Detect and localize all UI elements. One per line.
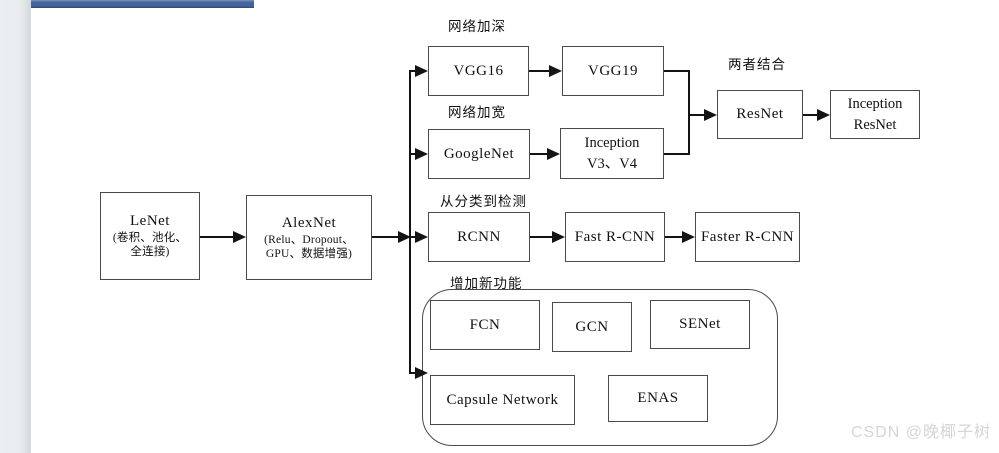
top-accent-bar (31, 0, 254, 8)
node-alexnet-sub1: (Relu、Dropout、 (264, 233, 354, 246)
node-alexnet-title: AlexNet (281, 214, 337, 231)
node-resnet: ResNet (717, 90, 803, 139)
connector-inception-merge (664, 153, 690, 155)
connector-googlenet-inception (530, 153, 549, 155)
node-inception-v3-v4-line2: V3、V4 (587, 155, 637, 172)
node-fcn-label: FCN (469, 316, 501, 333)
watermark: CSDN @晚椰子树 (850, 424, 991, 441)
left-gutter (0, 0, 31, 453)
connector-merge-resnet (690, 114, 705, 116)
node-googlenet: GoogleNet (428, 129, 530, 179)
node-gcn: GCN (552, 302, 632, 352)
arrowhead-fastrcnn-fasterrcnn (682, 231, 695, 243)
node-faster-rcnn: Faster R-CNN (695, 212, 800, 262)
arrowhead-branch-rcnn (415, 231, 428, 243)
node-faster-rcnn-label: Faster R-CNN (700, 228, 795, 245)
node-alexnet: AlexNet (Relu、Dropout、 GPU、数据增强) (246, 195, 372, 280)
node-inception-v3-v4: Inception V3、V4 (560, 128, 664, 179)
node-googlenet-label: GoogleNet (443, 145, 515, 162)
node-rcnn-label: RCNN (457, 228, 501, 245)
arrowhead-branch-vgg16 (415, 65, 428, 77)
arrowhead-branch-googlenet (415, 148, 428, 160)
label-network-widen: 网络加宽 (448, 105, 506, 120)
node-vgg16: VGG16 (428, 46, 529, 96)
arrowhead-resnet-inceptionresnet (817, 109, 830, 121)
node-inception-resnet: Inception ResNet (830, 90, 920, 139)
arrowhead-rcnn-fastrcnn (552, 231, 565, 243)
node-enas: ENAS (608, 375, 708, 422)
node-vgg19-label: VGG19 (588, 62, 638, 79)
connector-branch-rcnn (409, 236, 417, 238)
arrowhead-merge-resnet (704, 109, 717, 121)
label-new-features: 增加新功能 (450, 276, 523, 291)
node-lenet-sub1: (卷积、池化、 (112, 232, 188, 244)
node-capsule-network-label: Capsule Network (446, 391, 559, 408)
connector-rcnn-fastrcnn (530, 236, 553, 238)
node-alexnet-sub2: GPU、数据增强) (265, 247, 353, 260)
node-enas-label: ENAS (637, 390, 679, 407)
node-lenet: LeNet (卷积、池化、 全连接) (100, 192, 200, 280)
node-lenet-sub2: 全连接) (130, 246, 170, 259)
node-capsule-network: Capsule Network (430, 375, 575, 425)
label-combine-both: 两者结合 (728, 57, 786, 72)
node-vgg16-label: VGG16 (453, 62, 504, 79)
node-vgg19: VGG19 (562, 46, 664, 96)
arrowhead-googlenet-inception (547, 148, 560, 160)
arrowhead-branch-newfeatures (415, 367, 428, 379)
connector-trunk-vertical (409, 70, 411, 374)
connector-branch-newfeatures (409, 372, 417, 374)
connector-fastrcnn-fasterrcnn (665, 236, 683, 238)
label-network-deepen: 网络加深 (448, 19, 506, 34)
node-fast-rcnn-label: Fast R-CNN (574, 228, 656, 245)
node-resnet-label: ResNet (736, 106, 784, 123)
node-fcn: FCN (430, 300, 540, 350)
node-gcn-label: GCN (575, 318, 609, 335)
connector-vgg19-merge (664, 70, 690, 72)
connector-branch-googlenet (409, 153, 417, 155)
node-lenet-title: LeNet (130, 213, 170, 230)
node-inception-resnet-line2: ResNet (853, 116, 897, 133)
connector-resnet-inceptionresnet (803, 114, 818, 116)
node-senet: SENet (650, 300, 750, 349)
node-rcnn: RCNN (428, 212, 530, 262)
node-senet-label: SENet (679, 316, 721, 333)
connector-merge-vertical (688, 70, 690, 155)
connector-alexnet-trunk (372, 236, 399, 238)
arrowhead-vgg16-vgg19 (549, 65, 562, 77)
connector-branch-vgg16 (409, 70, 417, 72)
arrowhead-lenet-alexnet (233, 231, 246, 243)
arrowhead-alexnet-trunk (398, 231, 411, 243)
node-fast-rcnn: Fast R-CNN (565, 212, 665, 262)
connector-lenet-alexnet (200, 236, 234, 238)
node-inception-v3-v4-line1: Inception (584, 135, 640, 152)
connector-vgg16-vgg19 (529, 70, 551, 72)
label-classify-detect: 从分类到检测 (440, 194, 527, 209)
node-inception-resnet-line1: Inception (847, 96, 903, 113)
